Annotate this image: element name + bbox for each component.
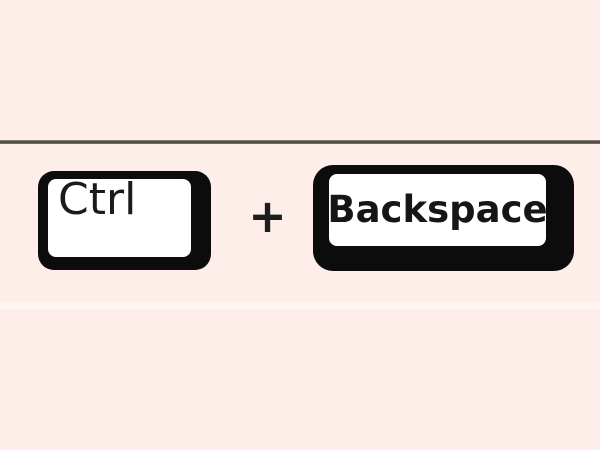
horizontal-divider [0, 140, 600, 144]
light-band [0, 303, 600, 309]
backspace-keycap: Backspace [313, 165, 574, 271]
plus-separator: + [248, 188, 287, 243]
backspace-key-label: Backspace [327, 187, 548, 231]
ctrl-keycap-face: Ctrl [44, 175, 195, 261]
backspace-keycap-face: Backspace [325, 170, 550, 250]
ctrl-key-label: Ctrl [58, 174, 137, 225]
ctrl-keycap: Ctrl [38, 171, 211, 270]
